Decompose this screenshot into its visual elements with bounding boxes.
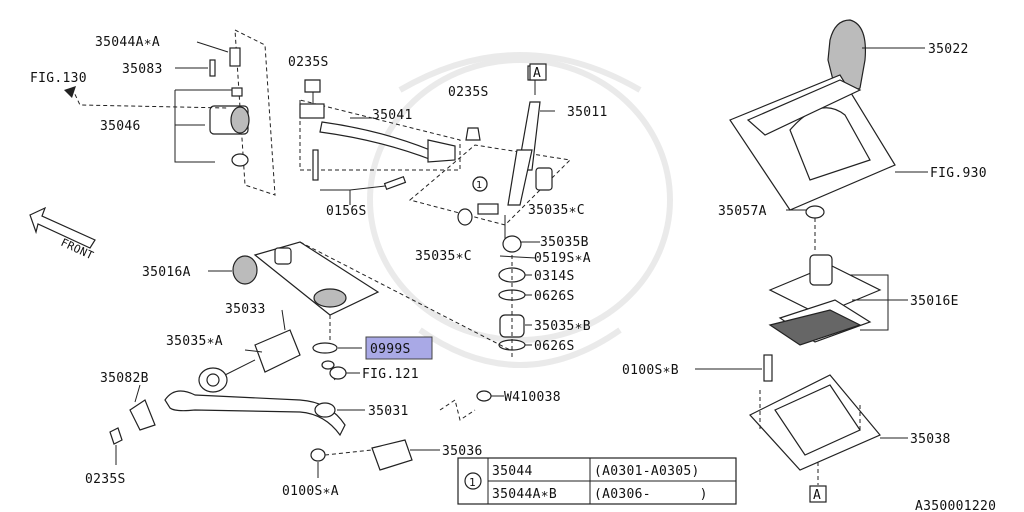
table-row1-part: 35044 — [492, 464, 533, 479]
label-35022: 35022 — [928, 42, 969, 57]
reference-circle-1 — [472, 176, 488, 192]
label-35035c-2: 35035∗C — [415, 249, 472, 264]
base-plate-group — [208, 241, 511, 351]
label-35046: 35046 — [100, 119, 141, 134]
label-35041: 35041 — [372, 108, 413, 123]
label-fig121: FIG.121 — [362, 367, 419, 382]
cable-bracket-group — [109, 329, 440, 478]
highlight-0999s — [365, 336, 433, 360]
label-0519s-a: 0519S∗A — [534, 251, 591, 266]
label-35031: 35031 — [368, 404, 409, 419]
label-35033: 35033 — [225, 302, 266, 317]
reference-box-a-bottom — [809, 485, 827, 503]
table-row2-range: (A0306- ) — [594, 487, 708, 502]
label-0235s-1: 0235S — [288, 55, 329, 70]
label-box-a-top: A — [533, 66, 541, 81]
reference-box-a-top — [529, 63, 547, 81]
label-35038: 35038 — [910, 432, 951, 447]
applicability-table — [457, 457, 737, 505]
label-35016e: 35016E — [910, 294, 959, 309]
knob-boot-group — [695, 19, 928, 485]
label-0156s: 0156S — [326, 204, 367, 219]
label-35044a-a: 35044A∗A — [95, 35, 160, 50]
label-35035-star-b: 35035∗B — [534, 319, 591, 334]
label-w410038: W410038 — [504, 390, 561, 405]
label-fig930: FIG.930 — [930, 166, 987, 181]
label-35036: 35036 — [442, 444, 483, 459]
label-0626s-2: 0626S — [534, 339, 575, 354]
drawing-id: A350001220 — [915, 499, 996, 512]
watermark-emblem — [367, 52, 673, 368]
label-0100s-a: 0100S∗A — [282, 484, 339, 499]
label-35035a: 35035∗A — [166, 334, 223, 349]
label-35035b: 35035B — [540, 235, 589, 250]
label-35082b: 35082B — [100, 371, 149, 386]
label-35016a: 35016A — [142, 265, 191, 280]
label-fig130: FIG.130 — [30, 71, 87, 86]
label-box-a-bottom: A — [813, 488, 821, 503]
table-row1-range: (A0301-A0305) — [594, 464, 700, 479]
rod-35041 — [299, 79, 481, 205]
label-35057a: 35057A — [718, 204, 767, 219]
label-35011: 35011 — [567, 105, 608, 120]
label-0100s-b: 0100S∗B — [622, 363, 679, 378]
label-circle-1: 1 — [476, 180, 482, 191]
label-35083: 35083 — [122, 62, 163, 77]
label-0626s-1: 0626S — [534, 289, 575, 304]
label-0235s-3: 0235S — [85, 472, 126, 487]
label-0235s-2: 0235S — [448, 85, 489, 100]
front-direction-arrow — [29, 206, 96, 249]
label-0999s: 0999S — [370, 342, 411, 357]
shifter-bracket-group — [64, 29, 276, 196]
label-35035c-1: 35035∗C — [528, 203, 585, 218]
w410038-part — [439, 390, 504, 421]
table-row2-part: 35044A∗B — [492, 487, 557, 502]
label-0314s: 0314S — [534, 269, 575, 284]
table-ref-number: 1 — [469, 476, 476, 489]
